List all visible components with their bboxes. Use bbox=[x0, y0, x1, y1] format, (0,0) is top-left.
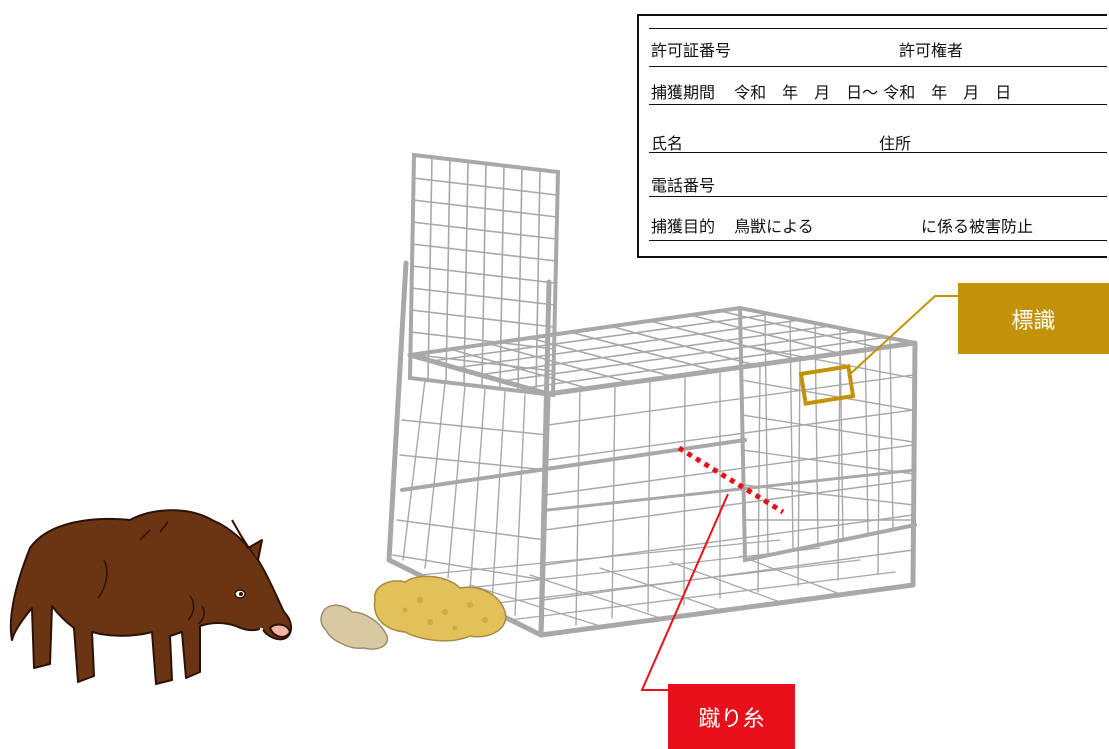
box-trap-cage bbox=[386, 152, 918, 638]
sign-rule bbox=[649, 240, 1107, 241]
sign-marker bbox=[798, 364, 856, 406]
purpose-value-1: 鳥獣による bbox=[734, 217, 814, 236]
trip-wire-callout-label: 蹴り糸 bbox=[668, 684, 795, 749]
sign-leader-line bbox=[847, 295, 958, 377]
sign-row-purpose: 捕獲目的 鳥獣による に係る被害防止 bbox=[651, 213, 1107, 237]
trip-wire bbox=[677, 445, 785, 515]
sign-rule bbox=[649, 196, 1107, 197]
sign-card: 許可証番号 許可権者 捕獲期間 令和 年 月 日～ 令和 年 月 日 氏名 住所… bbox=[637, 14, 1107, 258]
purpose-label: 捕獲目的 bbox=[651, 217, 716, 236]
sign-row-phone: 電話番号 bbox=[651, 172, 1107, 196]
sign-rule bbox=[649, 28, 1107, 29]
bait-pile bbox=[320, 575, 507, 650]
sign-row-period: 捕獲期間 令和 年 月 日～ 令和 年 月 日 bbox=[651, 79, 1107, 103]
sign-row-name: 氏名 住所 bbox=[651, 130, 1107, 154]
phone-label: 電話番号 bbox=[651, 176, 716, 195]
sign-row-permit: 許可証番号 許可権者 bbox=[651, 37, 1107, 61]
trip-wire-leader-line bbox=[640, 493, 729, 691]
permit-holder-label: 許可権者 bbox=[899, 41, 964, 60]
capture-period-label: 捕獲期間 bbox=[651, 83, 716, 102]
name-label: 氏名 bbox=[651, 134, 684, 153]
purpose-value-2: に係る被害防止 bbox=[921, 217, 1034, 236]
cage-door bbox=[407, 152, 561, 398]
sign-rule bbox=[649, 104, 1107, 105]
permit-number-label: 許可証番号 bbox=[651, 41, 732, 60]
capture-period-value: 令和 年 月 日～ 令和 年 月 日 bbox=[734, 83, 1012, 102]
sign-rule bbox=[649, 66, 1107, 67]
wild-boar-icon bbox=[9, 509, 292, 685]
sign-rule bbox=[649, 152, 1107, 153]
sign-callout-label: 標識 bbox=[958, 283, 1109, 354]
address-label: 住所 bbox=[879, 134, 912, 153]
